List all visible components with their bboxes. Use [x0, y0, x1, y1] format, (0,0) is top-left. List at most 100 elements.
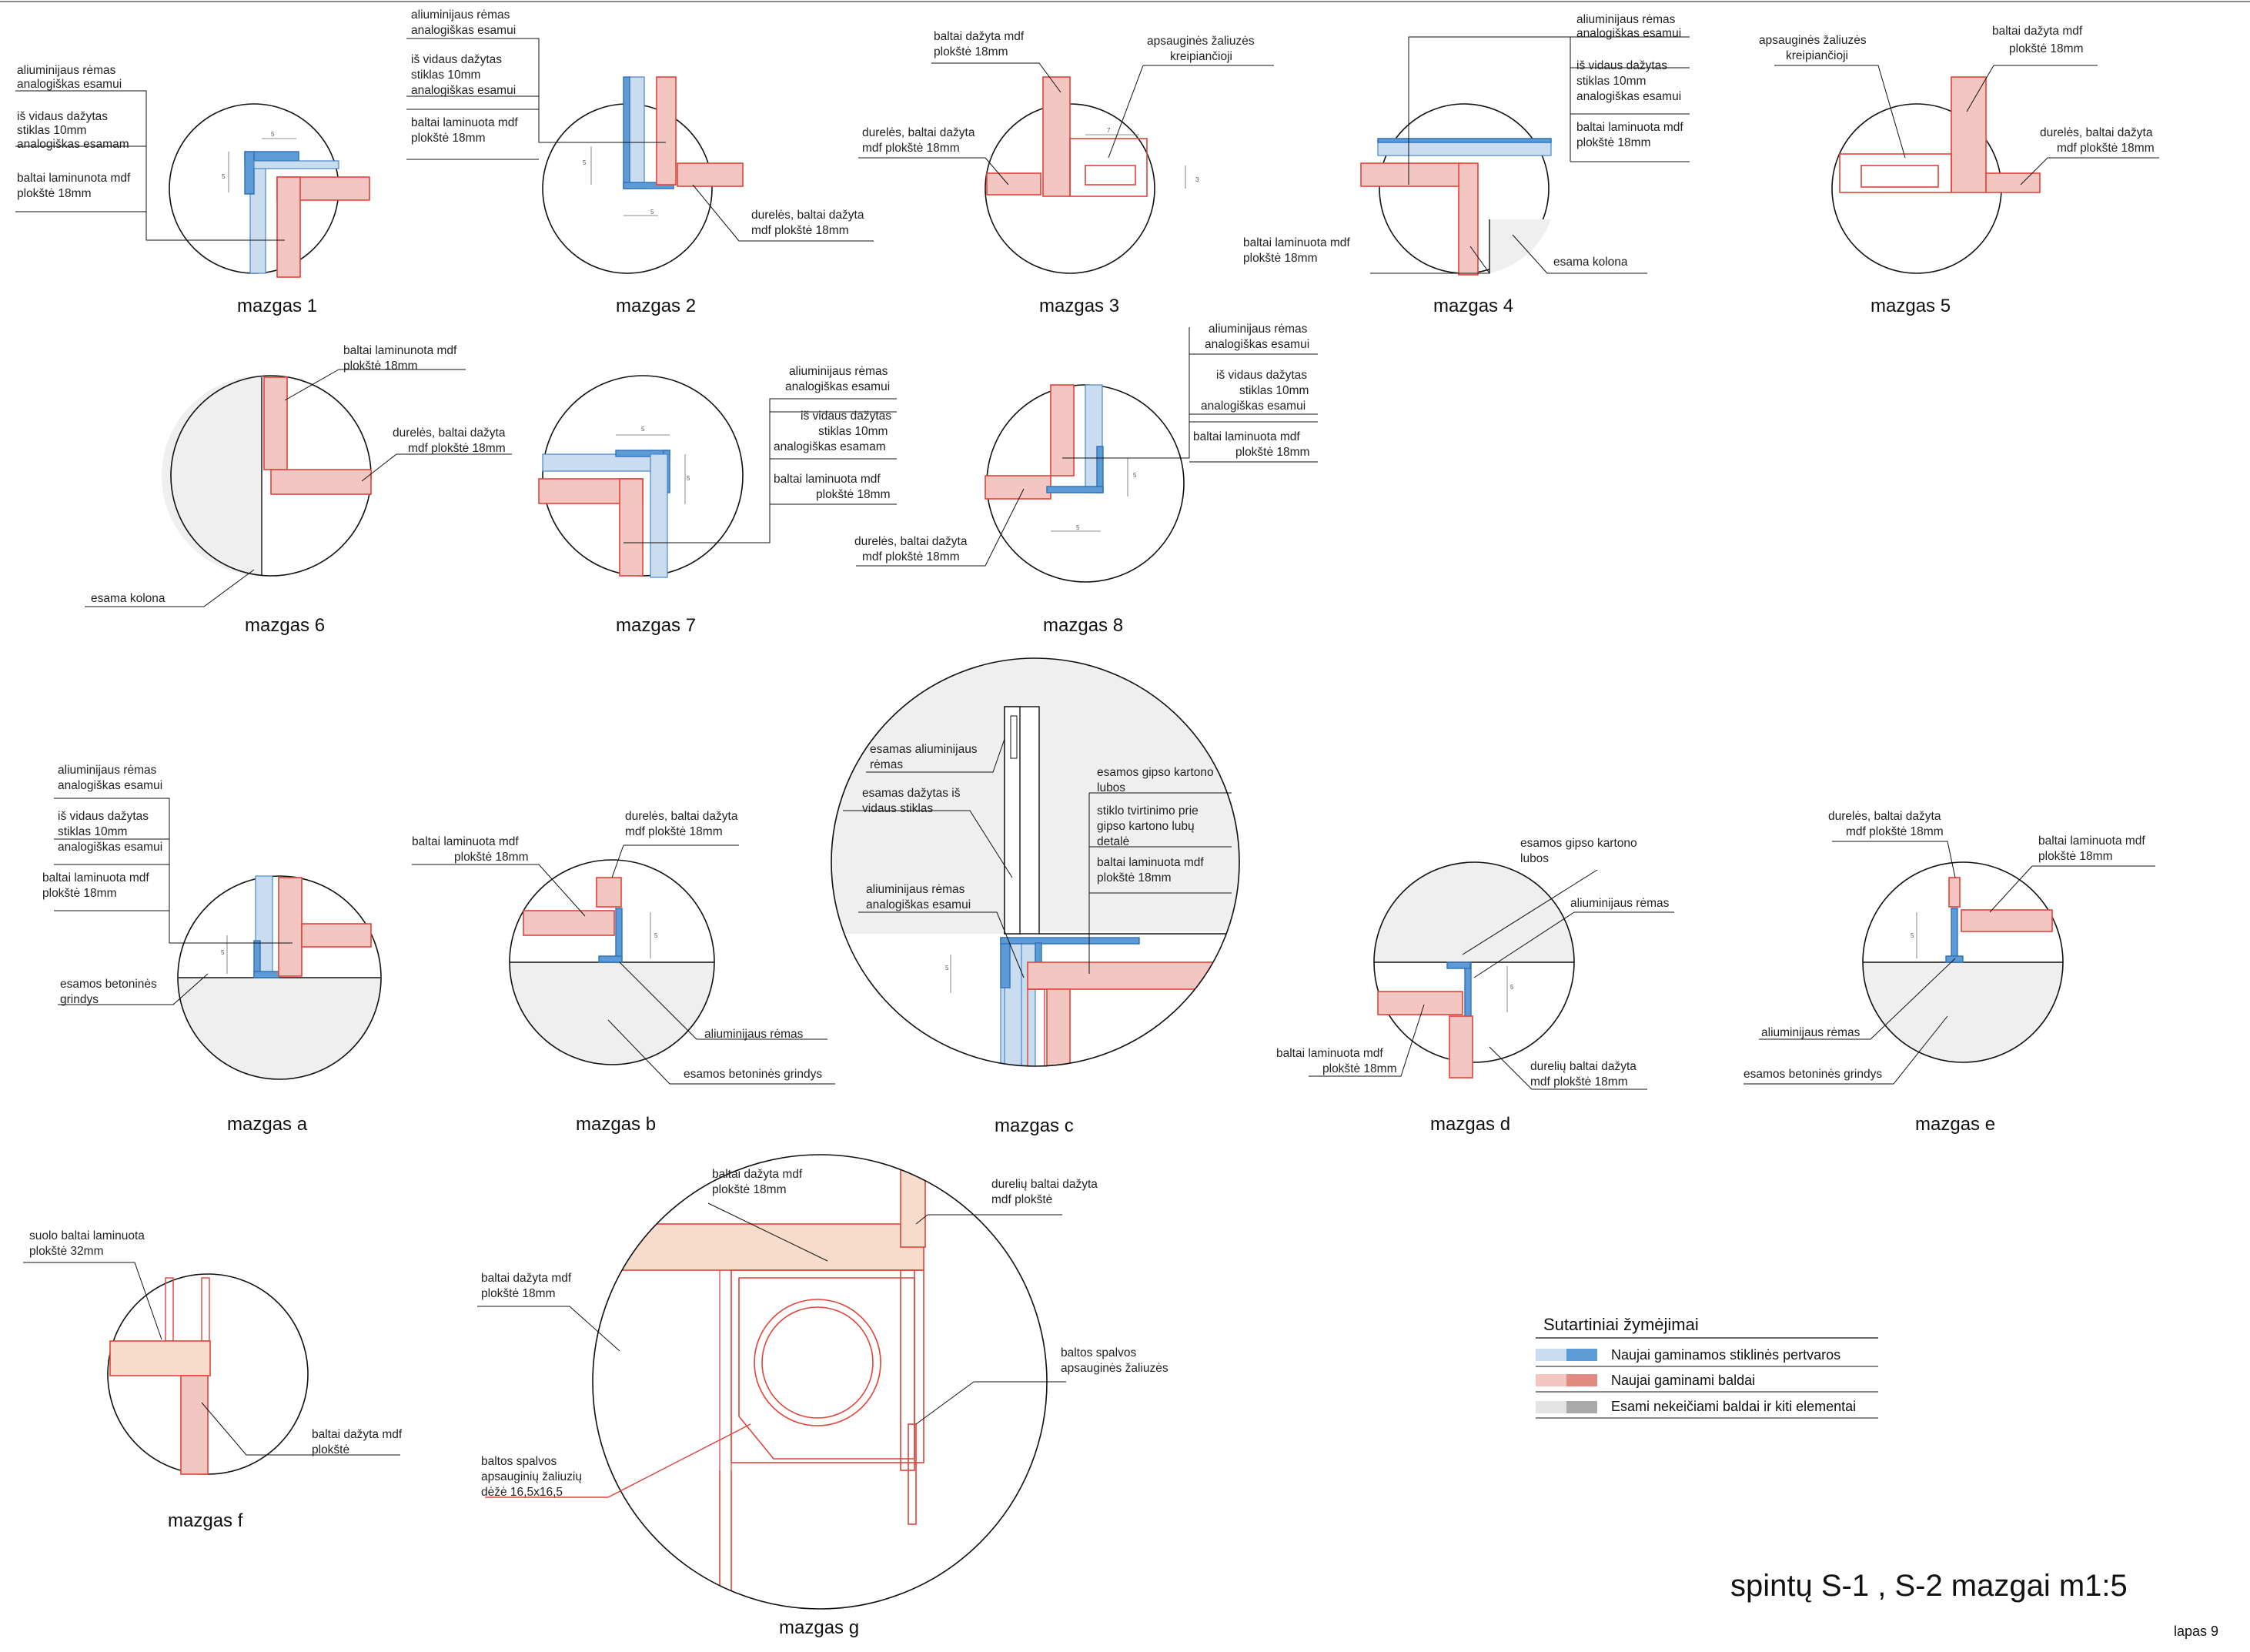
- label-text: stiklo tvirtinimo prie: [1097, 804, 1199, 818]
- detail-caption: mazgas 8: [1043, 615, 1123, 636]
- detail-mazgas-6: baltai laminunota mdf plokštė 18mm durel…: [85, 344, 512, 636]
- label-text: lubos: [1520, 852, 1549, 865]
- label-text: plokštė 18mm: [1322, 1062, 1396, 1075]
- label-text: analogiškas esamui: [1201, 400, 1306, 413]
- label-text: esamos gipso kartono: [1097, 766, 1214, 779]
- label-text: stiklas 10mm: [17, 124, 86, 137]
- swatch-light-grey: [1536, 1401, 1566, 1413]
- label-text: grindys: [60, 993, 99, 1006]
- label-text: baltos spalvos: [1061, 1346, 1136, 1359]
- label-text: stiklas 10mm: [818, 425, 888, 438]
- label-text: mdf plokštė 18mm: [408, 442, 506, 455]
- label-text: plokštė 18mm: [934, 45, 1008, 59]
- label-text: analogiškas esamui: [17, 78, 122, 91]
- detail-mazgas-a: 5 aliuminijaus rėmas analogiškas esamui …: [42, 764, 382, 1135]
- label-text: baltai laminuota mdf: [2038, 834, 2145, 848]
- label-text: durelės, baltai dažyta: [1828, 810, 1941, 823]
- detail-caption: mazgas 3: [1039, 296, 1119, 316]
- dimension-label: 5: [654, 932, 658, 939]
- label-text: esamas dažytas iš: [862, 787, 961, 800]
- label-text: mdf plokštė 18mm: [751, 224, 849, 237]
- legend-label: Naujai gaminami baldai: [1611, 1373, 1755, 1388]
- label-text: analogiškas esamui: [785, 380, 890, 393]
- label-text: aliuminijaus rėmas: [704, 1028, 804, 1041]
- dimension-label: 5: [945, 965, 949, 971]
- dimension-label: 5: [1911, 932, 1914, 939]
- dimension-label: 5: [650, 209, 654, 216]
- legend-label: Naujai gaminamos stiklinės pertvaros: [1611, 1347, 1840, 1363]
- label-text: plokštė 18mm: [1243, 252, 1317, 265]
- page-number: lapas 9: [2174, 1624, 2218, 1639]
- label-text: analogiškas esamui: [866, 898, 971, 911]
- label-text: mdf plokštė 18mm: [862, 142, 960, 155]
- label-text: iš vidaus dažytas: [58, 810, 149, 823]
- label-text: esamos betoninės grindys: [1743, 1068, 1882, 1081]
- swatch-light-blue: [1536, 1349, 1566, 1361]
- label-text: stiklas 10mm: [1239, 384, 1309, 397]
- label-text: mdf plokštė 18mm: [625, 825, 723, 838]
- label-text: apsauginės žaliuzės: [1759, 34, 1867, 47]
- sheet-title: spintų S-1 , S-2 mazgai m1:5: [1730, 1569, 2128, 1603]
- detail-caption: mazgas 7: [616, 615, 696, 636]
- top-shelf: [593, 1223, 924, 1271]
- label-text: esamos gipso kartono: [1520, 837, 1637, 850]
- label-text: suolo baltai laminuota: [29, 1229, 145, 1242]
- label-text: mdf plokštė 18mm: [1530, 1075, 1628, 1089]
- detail-caption: mazgas 4: [1433, 296, 1513, 316]
- label-text: baltai laminuota mdf: [1243, 236, 1350, 249]
- dimension-label: 5: [1510, 984, 1514, 991]
- legend-item-existing: Esami nekeičiami baldai ir kiti elementa…: [1536, 1399, 1878, 1419]
- label-text: plokštė: [312, 1443, 349, 1456]
- label-text: baltai laminuota mdf: [1193, 430, 1300, 443]
- label-text: baltai laminuota mdf: [1276, 1047, 1383, 1060]
- mdf-panel: [276, 176, 370, 278]
- label-text: durelės, baltai dažyta: [2040, 126, 2153, 139]
- dimension-label: 3: [1195, 176, 1199, 183]
- label-text: durelės, baltai dažyta: [625, 810, 738, 823]
- legend: Sutartiniai žymėjimai Naujai gaminamos s…: [1536, 1315, 1878, 1419]
- label-text: durelės, baltai dažyta: [393, 426, 506, 440]
- label-text: gipso kartono lubų: [1097, 820, 1195, 833]
- label-text: plokštė 18mm: [816, 488, 890, 501]
- label-text: baltai dažyta mdf: [481, 1272, 572, 1285]
- glass-frame: [244, 151, 339, 274]
- label-text: kreipiančioji: [1170, 50, 1232, 63]
- label-text: aliuminijaus rėmas: [1209, 323, 1308, 336]
- label-text: mdf plokštė: [991, 1193, 1052, 1206]
- dimension-label: 5: [271, 131, 275, 138]
- label-text: analogiškas esamam: [17, 138, 129, 151]
- dimension-label: 5: [641, 426, 645, 433]
- label-text: mdf plokštė 18mm: [862, 550, 960, 563]
- label-text: iš vidaus dažytas: [801, 410, 891, 423]
- label-text: esama kolona: [1553, 256, 1628, 269]
- label-text: apsauginės žaliuzės: [1147, 35, 1255, 48]
- legend-item-furniture: Naujai gaminami baldai: [1536, 1373, 1878, 1393]
- label-text: baltai laminuota mdf: [411, 116, 518, 129]
- label-text: aliuminijaus rėmas: [1570, 897, 1670, 910]
- swatch-grey: [1566, 1401, 1597, 1413]
- label-text: analogiškas esamui: [1205, 338, 1309, 351]
- label-text: analogiškas esamui: [1576, 90, 1681, 103]
- label-text: baltai dažyta mdf: [1992, 25, 2083, 38]
- detail-mazgas-5: apsauginės žaliuzės kreipiančioji baltai…: [1759, 25, 2159, 316]
- label-text: stiklas 10mm: [411, 69, 480, 82]
- dimension-label: 5: [687, 475, 690, 482]
- label-text: baltai laminuota mdf: [42, 871, 149, 885]
- dimension-label: 5: [583, 159, 587, 166]
- label-text: mdf plokštė 18mm: [2057, 142, 2155, 155]
- detail-caption: mazgas c: [995, 1115, 1074, 1136]
- detail-caption: mazgas 5: [1871, 296, 1951, 316]
- label-text: iš vidaus dažytas: [1576, 59, 1667, 72]
- label-text: baltai laminuota mdf: [1576, 121, 1683, 134]
- label-text: durelių baltai dažyta: [991, 1178, 1098, 1191]
- label-text: plokštė 18mm: [1576, 136, 1650, 149]
- detail-mazgas-c: 5 esamas aliuminijaus rėmas esamas dažyt…: [831, 657, 1240, 1136]
- detail-caption: mazgas 1: [237, 296, 317, 316]
- detail-mazgas-3: 7 3 baltai dažyta mdf plokštė 18mm apsau…: [858, 30, 1274, 316]
- swatch-pink: [1536, 1374, 1566, 1386]
- label-text: plokštė 18mm: [481, 1287, 555, 1300]
- label-text: plokštė 18mm: [2009, 42, 2083, 55]
- label-text: baltai laminunota mdf: [343, 344, 457, 357]
- label-text: apsauginės žaliuzės: [1061, 1362, 1168, 1375]
